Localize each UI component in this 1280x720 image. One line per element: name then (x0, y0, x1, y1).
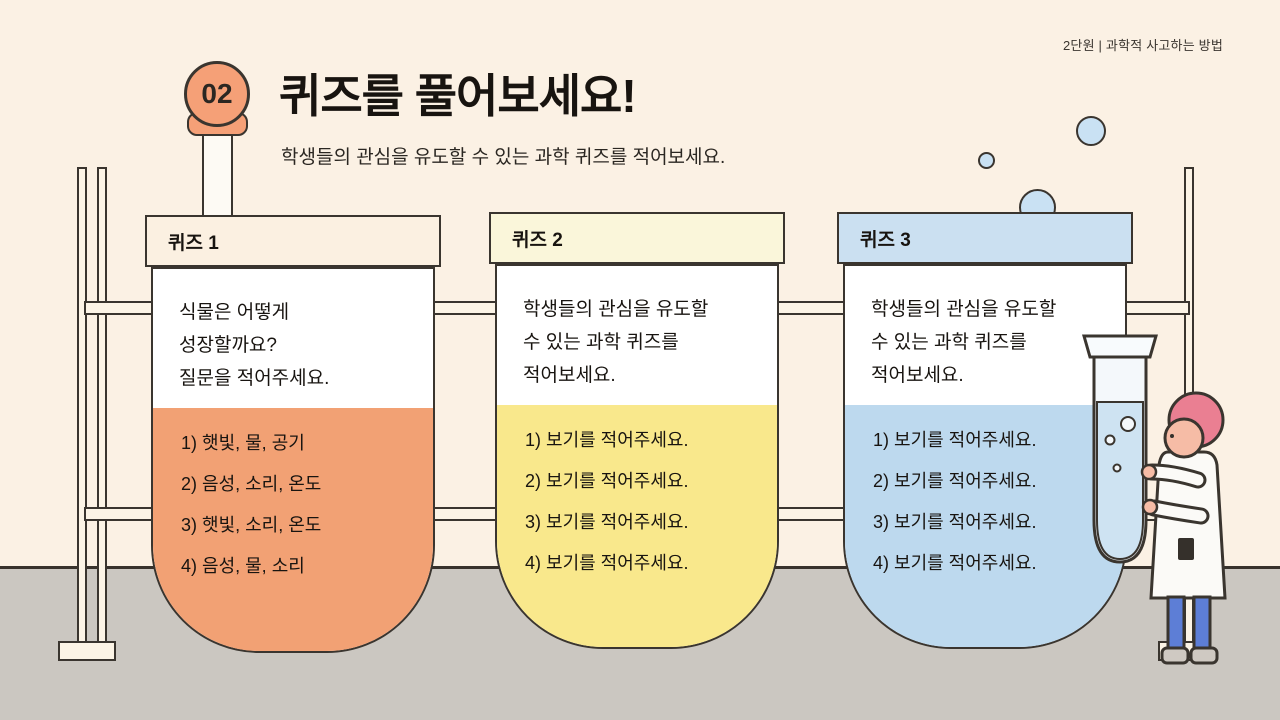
quiz-question: 학생들의 관심을 유도할 수 있는 과학 퀴즈를 적어보세요. (497, 266, 777, 405)
question-line: 학생들의 관심을 유도할 (871, 299, 1057, 320)
quiz-question: 식물은 어떻게 성장할까요? 질문을 적어주세요. (153, 269, 433, 408)
answer-option: 4) 음성, 물, 소리 (181, 556, 305, 576)
hand (1140, 463, 1158, 481)
quiz-answers: 1) 보기를 적어주세요. 2) 보기를 적어주세요. 3) 보기를 적어주세요… (845, 405, 1125, 647)
quiz-card-body: 학생들의 관심을 유도할 수 있는 과학 퀴즈를 적어보세요. 1) 보기를 적… (843, 264, 1127, 649)
question-line: 학생들의 관심을 유도할 (523, 299, 709, 320)
answer-option: 1) 보기를 적어주세요. (525, 430, 689, 450)
answer-option: 2) 보기를 적어주세요. (525, 471, 689, 491)
bubble-icon (978, 152, 995, 169)
quiz-card-body: 식물은 어떻게 성장할까요? 질문을 적어주세요. 1) 햇빛, 물, 공기 2… (151, 267, 435, 653)
question-line: 질문을 적어주세요. (179, 368, 330, 389)
question-line: 식물은 어떻게 (179, 302, 290, 323)
quiz-card-body: 학생들의 관심을 유도할 수 있는 과학 퀴즈를 적어보세요. 1) 보기를 적… (495, 264, 779, 649)
quiz-card-header: 퀴즈 3 (837, 212, 1133, 264)
page-subtitle: 학생들의 관심을 유도할 수 있는 과학 퀴즈를 적어보세요. (281, 147, 726, 168)
answer-option: 1) 보기를 적어주세요. (873, 430, 1037, 450)
page-title: 퀴즈를 풀어보세요! (279, 70, 637, 122)
answer-option: 2) 보기를 적어주세요. (873, 471, 1037, 491)
question-line: 성장할까요? (179, 335, 277, 356)
test-tube-icon (1082, 334, 1158, 564)
scientist-illustration (1082, 334, 1227, 665)
face (1163, 417, 1205, 459)
quiz-card-header: 퀴즈 1 (145, 215, 441, 267)
answer-option: 4) 보기를 적어주세요. (873, 553, 1037, 573)
question-line: 적어보세요. (523, 365, 616, 386)
quiz-answers: 1) 보기를 적어주세요. 2) 보기를 적어주세요. 3) 보기를 적어주세요… (497, 405, 777, 647)
eye (1170, 434, 1174, 438)
answer-option: 2) 음성, 소리, 온도 (181, 474, 322, 494)
answer-option: 3) 보기를 적어주세요. (873, 512, 1037, 532)
answer-option: 1) 햇빛, 물, 공기 (181, 433, 305, 453)
question-line: 수 있는 과학 퀴즈를 (871, 332, 1027, 353)
flask-neck (202, 128, 233, 220)
hand (1141, 498, 1159, 516)
scientist-arms (1140, 463, 1210, 525)
lab-stand-pole-left-1 (77, 167, 87, 649)
answer-option: 3) 햇빛, 소리, 온도 (181, 515, 322, 535)
liquid-bubble (1120, 416, 1136, 432)
bubble-icon (1076, 116, 1106, 146)
quiz-answers: 1) 햇빛, 물, 공기 2) 음성, 소리, 온도 3) 햇빛, 소리, 온도… (153, 408, 433, 651)
lab-stand-base-left (58, 641, 116, 661)
lab-stand-pole-left-2 (97, 167, 107, 649)
scientist-body (1149, 391, 1227, 665)
liquid-bubble (1112, 463, 1122, 473)
answer-option: 4) 보기를 적어주세요. (525, 553, 689, 573)
unit-label: 2단원 | 과학적 사고하는 방법 (1062, 38, 1223, 53)
quiz-card-header: 퀴즈 2 (489, 212, 785, 264)
question-line: 수 있는 과학 퀴즈를 (523, 332, 679, 353)
section-number-badge: 02 (184, 61, 250, 127)
quiz-question: 학생들의 관심을 유도할 수 있는 과학 퀴즈를 적어보세요. (845, 266, 1125, 405)
liquid-bubble (1104, 434, 1116, 446)
question-line: 적어보세요. (871, 365, 964, 386)
answer-option: 3) 보기를 적어주세요. (525, 512, 689, 532)
